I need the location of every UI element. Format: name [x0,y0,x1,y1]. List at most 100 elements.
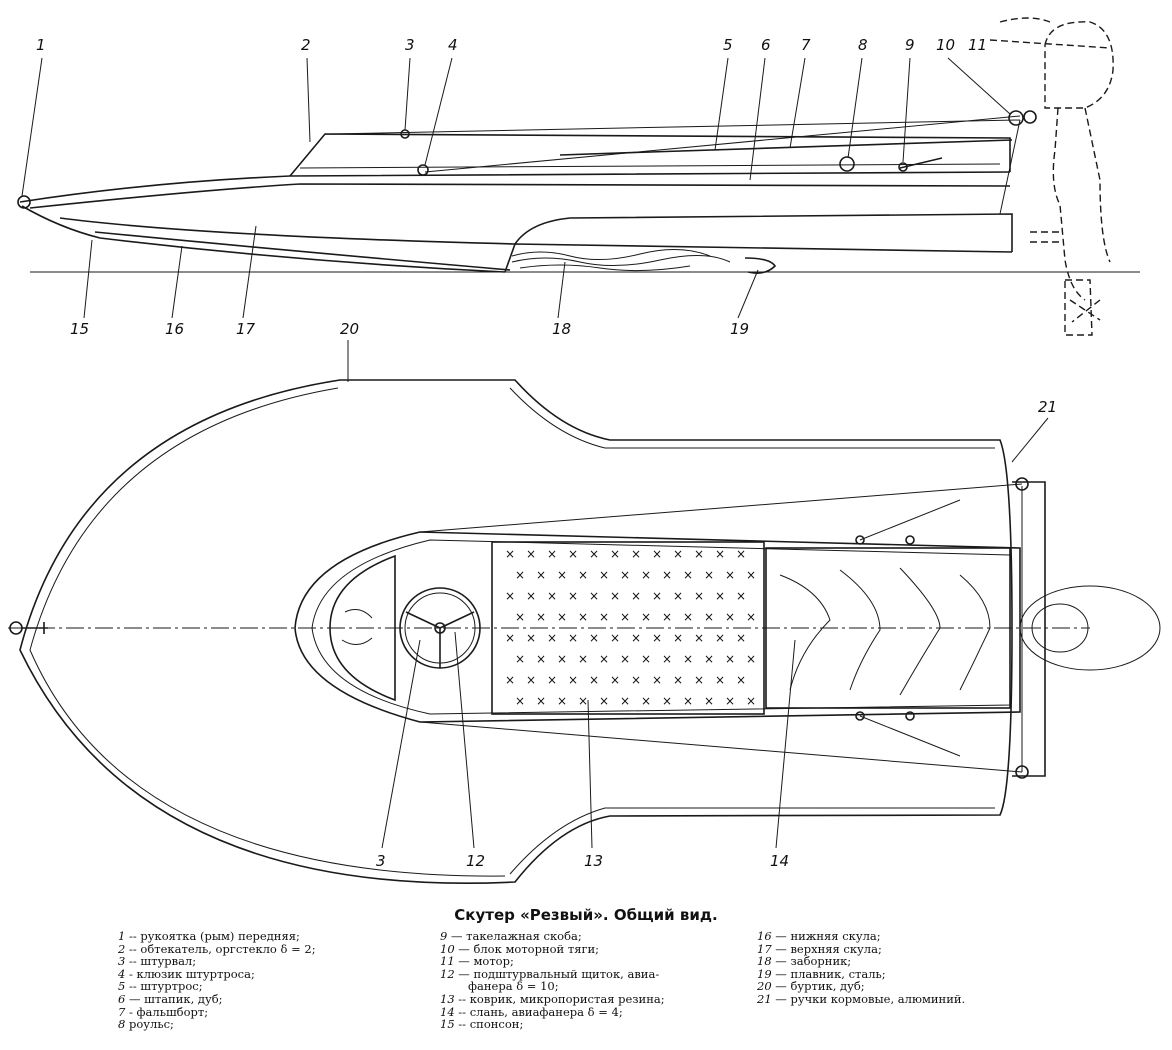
mat-cross-mark: × [631,547,641,561]
mat-cross-mark: × [694,673,704,687]
legend-item-number: 7 [118,1004,126,1019]
mat-cross-mark: × [557,568,567,582]
fairlead-ring [417,164,429,176]
legend-item-separator: — [771,954,791,969]
callout-17: 17 [236,320,256,338]
mat-cross-mark: × [620,694,630,708]
legend-column-1: 1 -- рукоятка (рым) передняя;2 -- обтека… [118,930,316,1031]
mat-cross-mark: × [746,694,756,708]
mat-cross-mark: × [631,631,641,645]
legend-item-text: плавник, сталь; [790,966,886,981]
mat-cross-mark: × [578,694,588,708]
mat-cross-mark: × [641,694,651,708]
hull-sheer-line-lower [29,183,1011,209]
legend-item-number: 13 [440,991,455,1006]
motor-block-side [1008,110,1024,126]
mat-cross-mark: × [683,568,693,582]
stern-side-panel [504,243,1013,273]
plan-view [8,379,1161,884]
legend-item-separator: — [447,929,467,943]
bow-handle-stem [22,622,48,634]
windshield [289,133,1011,177]
legend-column-3: 16 — нижняя скула;17 — верхняя скула;18 … [757,930,965,1006]
mat-cross-mark: × [557,652,567,666]
mat-cross-mark: × [610,589,620,603]
mat-cross-mark: × [704,694,714,708]
mat-cross-mark: × [725,568,735,582]
mat-cross-mark: × [547,631,557,645]
legend-item-text: фанера δ = 10; [468,979,559,994]
legend-column-2: 9 — такелажная скоба;10 — блок моторной … [440,930,665,1031]
legend-item-separator: — [771,966,791,981]
legend-item-separator: — [771,941,791,956]
legend-item-text: обтекатель, оргстекло δ = 2; [140,941,316,956]
callout-1: 1 [36,36,46,54]
mat-cross-mark: × [683,652,693,666]
mat-cross-mark: × [547,673,557,687]
legend-item-separator: — [454,941,474,956]
mat-cross-mark: × [547,589,557,603]
side-view [17,17,1140,336]
mat-cross-mark: × [715,673,725,687]
intake-texture [511,248,731,272]
legend-item-text: штапик, дуб; [144,991,223,1006]
legend-item-separator: — [125,991,145,1006]
legend-item-number: 14 [440,1004,455,1019]
callout-21: 21 [1038,398,1057,416]
mat-cross-mark: × [526,631,536,645]
legend-item-text: фальшборт; [136,1004,209,1019]
mat-cross-mark: × [568,631,578,645]
mat-cross-mark: × [536,694,546,708]
legend-item: 21 — ручки кормовые, алюминий. [757,993,965,1006]
mat-cross-mark: × [662,694,672,708]
mat-cross-mark: × [652,589,662,603]
legend-item-separator: — [771,979,791,994]
mat-cross-mark: × [746,568,756,582]
legend-item: 10 — блок моторной тяги; [440,941,665,956]
mat-cross-mark: × [505,547,515,561]
legend-item-number: 10 [440,941,455,956]
mat-cross-mark: × [515,568,525,582]
mat-cross-mark: × [589,547,599,561]
mat-cross-mark: × [673,673,683,687]
mat-cross-mark: × [557,610,567,624]
mat-cross-mark: × [736,631,746,645]
legend-item-number: 18 [757,954,772,969]
mat-cross-mark: × [704,610,714,624]
legend-item: 11 — мотор; [440,955,665,968]
callout-19: 19 [730,320,749,338]
mat-cross-mark: × [652,547,662,561]
callout-18: 18 [552,320,571,338]
legend-item: 14 -- слань, авиафанера δ = 4; [440,1004,665,1019]
callout-2: 2 [301,36,311,54]
mat-cross-mark: × [578,610,588,624]
mat-cross-mark: × [578,568,588,582]
legend-item-text: рукоятка (рым) передняя; [140,929,300,943]
callout-16: 16 [165,320,184,338]
mat-cross-mark: × [704,568,714,582]
legend-item-separator: -- [125,954,141,969]
mat-cross-mark: × [683,610,693,624]
legend-item: 5 -- штуртрос; [118,980,316,993]
legend-item: 16 — нижняя скула; [757,930,965,943]
legend-item-text: заборник; [790,954,852,969]
mat-cross-mark: × [736,673,746,687]
scooter-general-view-drawing: 1 2 3 4 5 6 7 8 9 10 11 15 16 17 18 19 2… [8,17,1161,884]
legend-item-number: 9 [440,929,448,943]
mat-cross-mark: × [599,568,609,582]
callout-3-plan: 3 [376,852,386,870]
fitting-upper [855,535,865,545]
legend-item-number: 20 [757,979,772,994]
callout-20: 20 [340,320,359,338]
mat-cross-mark: × [620,652,630,666]
mat-cross-mark: × [610,547,620,561]
mat-cross-mark: × [505,589,515,603]
mat-cross-mark: × [641,610,651,624]
mat-cross-mark: × [526,673,536,687]
legend-item-text: клюзик штуртроса; [136,966,255,981]
mat-cross-mark: × [589,589,599,603]
cockpit-outline [294,531,1021,723]
callout-15: 15 [70,320,89,338]
mat-cross-pattern: ××××××××××××××××××××××××××××××××××××××××… [505,547,756,708]
mat-cross-mark: × [547,547,557,561]
